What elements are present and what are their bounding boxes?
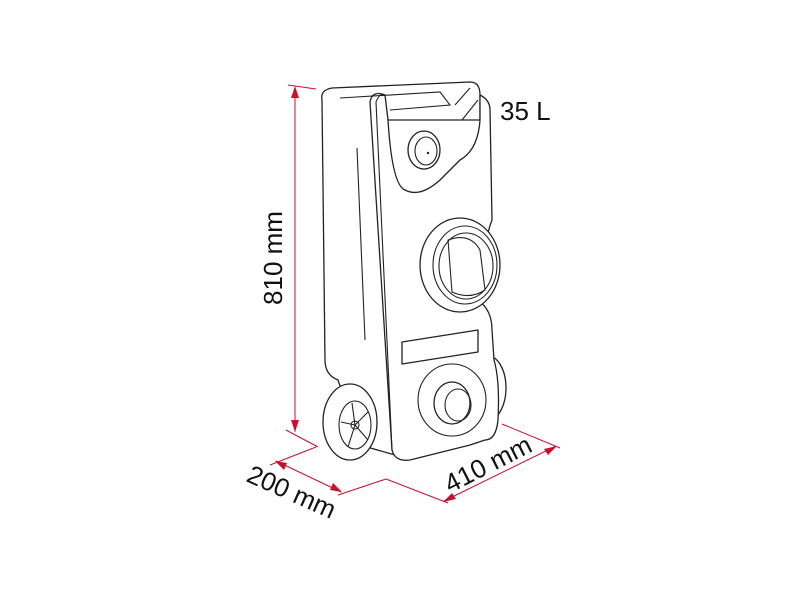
valve-recess — [417, 363, 487, 437]
opening-lid — [447, 237, 486, 297]
wheel-spokes-icon — [340, 402, 369, 448]
tank-side — [321, 81, 481, 456]
drain-valve — [433, 381, 471, 425]
width-dimension — [385, 423, 561, 504]
top-handle — [339, 91, 452, 111]
capacity-label: 35 L — [500, 96, 551, 126]
height-label: 810 mm — [258, 211, 288, 305]
height-dimension — [285, 84, 319, 448]
fill-cap — [407, 130, 441, 170]
front-wheel — [322, 383, 378, 461]
top-ridge — [454, 87, 479, 121]
label-plate — [401, 329, 479, 365]
tank-drawing — [321, 81, 507, 461]
depth-dimension — [269, 446, 387, 496]
side-groove — [356, 147, 366, 341]
